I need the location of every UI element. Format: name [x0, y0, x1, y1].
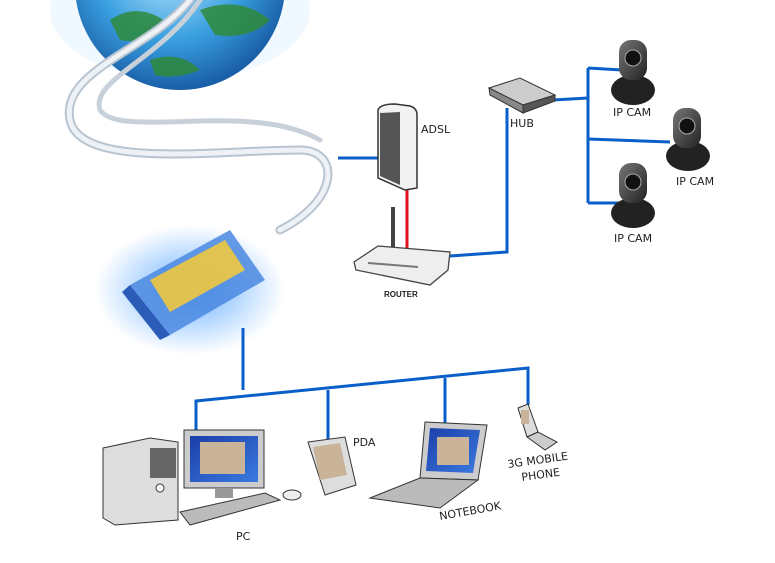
mobile-phone	[517, 403, 558, 451]
ethernet-cable	[64, 0, 333, 235]
ip-cam-1-label: IP CAM	[613, 106, 651, 119]
phone-label-line2: PHONE	[521, 466, 561, 484]
pc	[102, 429, 302, 526]
router-label: ROUTER	[384, 290, 418, 299]
ip-cam-2-label: IP CAM	[676, 175, 714, 188]
rj45-connector-icon	[122, 230, 265, 340]
adsl-modem	[377, 103, 418, 191]
ip-camera-2	[666, 108, 710, 171]
hub-label: HUB	[510, 117, 534, 130]
pc-label: PC	[236, 530, 251, 543]
router	[353, 207, 451, 286]
notebook	[368, 421, 488, 509]
ip-camera-1	[611, 40, 655, 105]
adsl-label: ADSL	[421, 123, 451, 136]
pda-label: PDA	[353, 436, 376, 449]
hub	[487, 77, 557, 114]
pda	[307, 436, 357, 496]
ip-camera-3	[611, 163, 655, 228]
ip-cam-3-label: IP CAM	[614, 232, 652, 245]
network-links	[194, 66, 671, 440]
